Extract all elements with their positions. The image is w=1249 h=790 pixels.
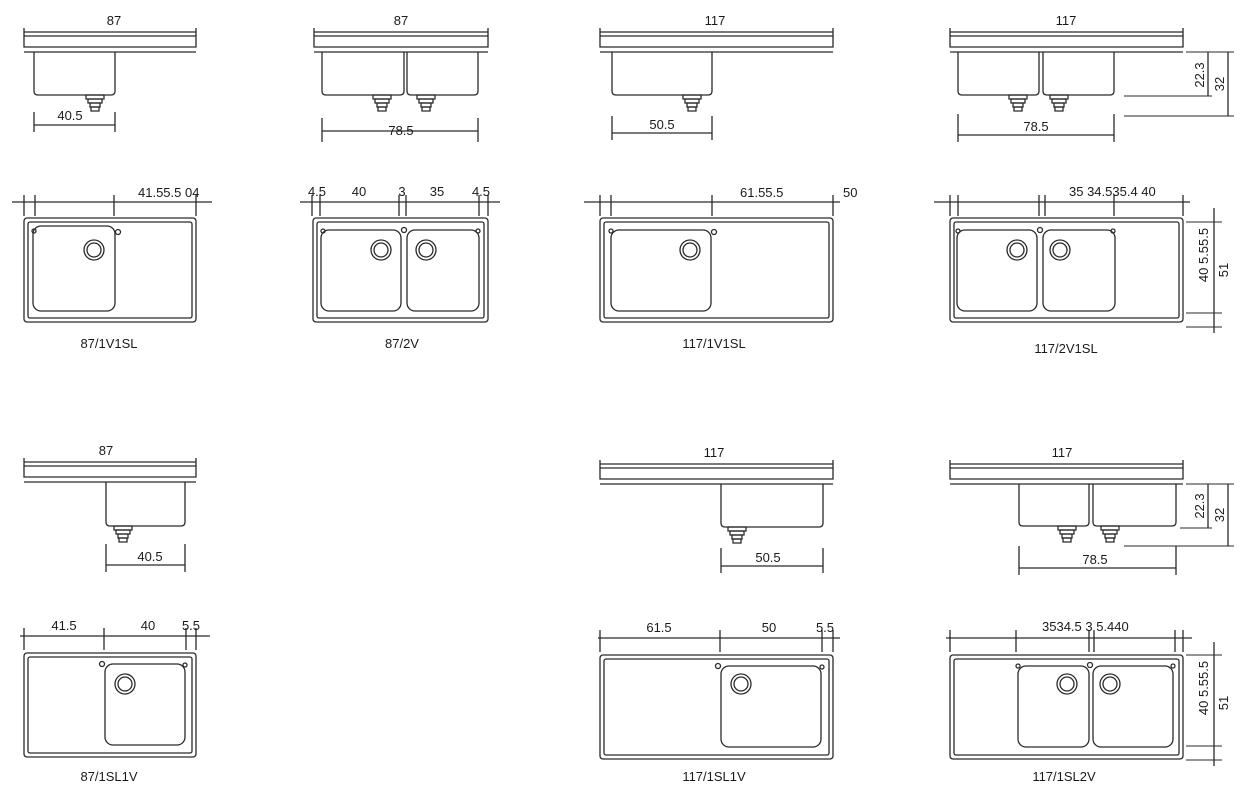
top-view: 41.55.5 04 87/1V1SL [12,185,212,351]
bowl [105,664,185,745]
bowl [33,226,115,311]
drain-fitting [373,95,391,111]
drain-fitting [683,95,701,111]
overall-length-label: 117 [705,13,726,28]
overall-length-label: 117 [1056,13,1077,28]
drain-fitting [1058,526,1076,542]
model-label: 87/2V [385,336,419,351]
sink-117-1sl1v: 117 50.5 61.5 50 5.5 117/1SL1V [598,445,840,784]
drain-fitting [1009,95,1027,111]
drain-fitting [86,95,104,111]
side-view: 117 50.5 [600,445,833,573]
overall-length-label: 87 [107,13,121,28]
top-dims-label: 41.55.5 04 [138,185,199,200]
model-label: 87/1SL1V [80,769,137,784]
top-view: 41.5 40 5.5 87/1SL1V [20,618,210,784]
top-dim-label: 40 [352,184,366,199]
inner-depth-label: 22.3 [1192,493,1207,518]
bowl-width-label: 78.5 [1082,552,1107,567]
bowl-width-label: 40.5 [137,549,162,564]
drain-fitting [417,95,435,111]
bowl-width-label: 78.5 [388,123,413,138]
bowl [407,230,479,311]
width-label: 51 [1216,263,1231,277]
width-small-label: 40 5.55.5 [1196,661,1211,715]
bowl [611,230,711,311]
overall-length-label: 117 [1052,445,1073,460]
bowl [721,666,821,747]
outer-depth-label: 32 [1212,508,1227,522]
top-view: 3534.5 3 5.440 40 5.55.5 51 117/1SL2V [946,619,1231,784]
model-label: 117/1V1SL [682,336,745,351]
model-label: 117/1SL2V [1032,769,1096,784]
side-view: 117 50.5 [600,13,833,140]
sink-87-2v: 87 78.5 4.5 40 3 35 [300,13,500,351]
bowl-width-label: 50.5 [649,117,674,132]
top-view: 4.5 40 3 35 4.5 87/2V [300,184,500,351]
bowl [1018,666,1089,747]
top-dim-label: 41.5 [51,618,76,633]
top-dims-label: 35 34.535.4 40 [1069,184,1156,199]
sink-117-2v1sl: 117 78.5 22.3 32 [934,13,1234,356]
top-dims-label: 3534.5 3 5.440 [1042,619,1129,634]
bowl [321,230,401,311]
overall-length-label: 87 [394,13,408,28]
sink-117-1sl2v: 117 78.5 22.3 32 [946,445,1234,784]
drain-fitting [1050,95,1068,111]
bowl-width-label: 50.5 [755,550,780,565]
bowl [957,230,1037,311]
width-label: 51 [1216,696,1231,710]
top-dim-label: 5.5 [182,618,200,633]
overall-length-label: 117 [704,445,725,460]
top-dim-label: 3 [398,184,405,199]
top-dim-label: 4.5 [308,184,326,199]
overall-length-label: 87 [99,443,113,458]
bowl [1043,230,1115,311]
model-label: 117/1SL1V [682,769,746,784]
sink-87-1sl1v: 87 40.5 41.5 40 5.5 87/1SL1V [20,443,210,784]
inner-depth-label: 22.3 [1192,62,1207,87]
side-view: 117 78.5 22.3 32 [950,445,1234,575]
side-view: 87 40.5 [24,13,196,132]
top-dim-label: 50 [762,620,776,635]
model-label: 87/1V1SL [80,336,137,351]
width-small-label: 40 5.55.5 [1196,228,1211,282]
bowl-width-label: 40.5 [57,108,82,123]
model-label: 117/2V1SL [1034,341,1097,356]
top-view: 61.5 50 5.5 117/1SL1V [598,620,840,784]
top-dim-label: 61.5 [646,620,671,635]
bowl [1093,666,1173,747]
top-dim-label: 40 [141,618,155,633]
top-view: 61.55.5 50 117/1V1SL [584,185,857,351]
top-dim-label: 5.5 [816,620,834,635]
drain-fitting [114,526,132,542]
sink-117-1v1sl: 117 50.5 61.55.5 50 117/1V1SL [584,13,857,351]
top-dim-label: 35 [430,184,444,199]
top-dims-label: 61.55.5 [740,185,783,200]
top-dim-label: 4.5 [472,184,490,199]
side-view: 87 40.5 [24,443,196,572]
sink-87-1v1sl: 87 40.5 41.55.5 04 87/1V1SL [12,13,212,351]
side-view: 87 78.5 [314,13,488,142]
top-view: 35 34.535.4 40 40 5.55.5 51 117/2V1SL [934,184,1231,356]
drain-fitting [728,527,746,543]
drain-fitting [1101,526,1119,542]
side-view: 117 78.5 22.3 32 [950,13,1234,142]
bowl-width-label: 78.5 [1023,119,1048,134]
outer-depth-label: 32 [1212,77,1227,91]
top-dims-label: 50 [843,185,857,200]
